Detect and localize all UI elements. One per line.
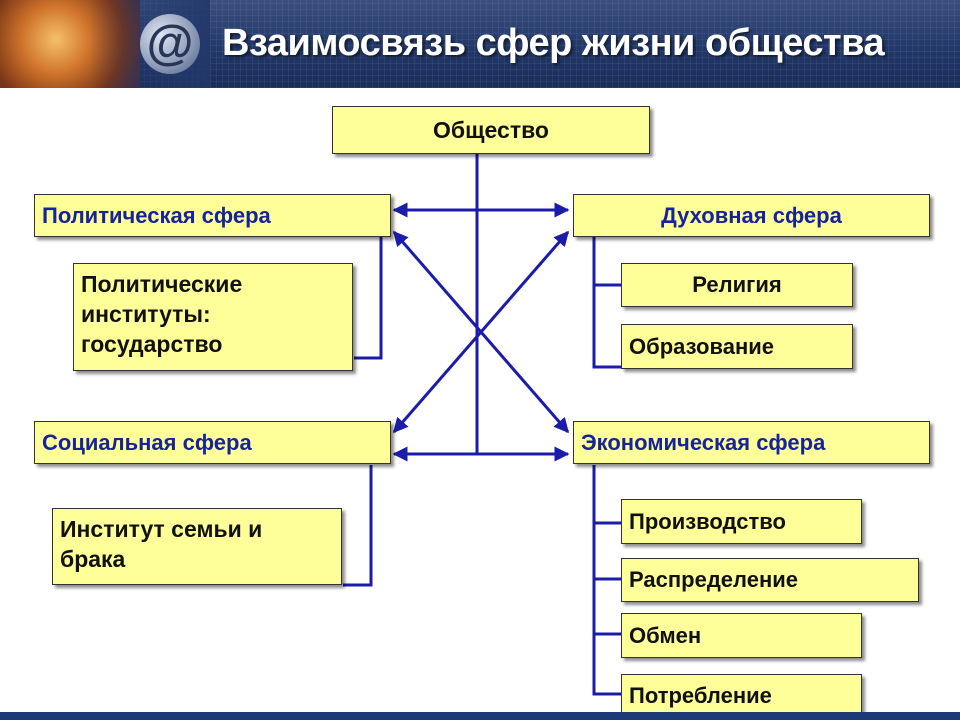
social-sphere-box: Социальная сфера	[34, 421, 391, 464]
bracket-spiritual	[592, 237, 622, 369]
header-banner: @ Взаимосвязь сфер жизни общества	[0, 0, 960, 88]
political-sphere-box: Политическая сфера	[34, 194, 391, 237]
education-box: Образование	[621, 324, 853, 369]
bracket-political	[354, 237, 383, 360]
bracket-social	[343, 465, 373, 587]
distribution-box: Распределение	[621, 558, 919, 602]
page-title: Взаимосвязь сфер жизни общества	[222, 22, 885, 64]
bracket-economic	[592, 465, 622, 696]
economic-sphere-box: Экономическая сфера	[573, 421, 930, 464]
link-spiritual-social	[392, 230, 570, 434]
footer-bar	[0, 712, 960, 720]
family-institution-box: Институт семьи и брака	[52, 508, 342, 585]
political-institutions-box: Политические институты: государство	[73, 263, 353, 371]
exchange-box: Обмен	[621, 613, 862, 658]
root-box: Общество	[332, 106, 650, 154]
spiritual-sphere-box: Духовная сфера	[573, 194, 930, 237]
production-box: Производство	[621, 499, 862, 544]
religion-box: Религия	[621, 263, 853, 307]
at-sign-icon: @	[140, 14, 200, 74]
